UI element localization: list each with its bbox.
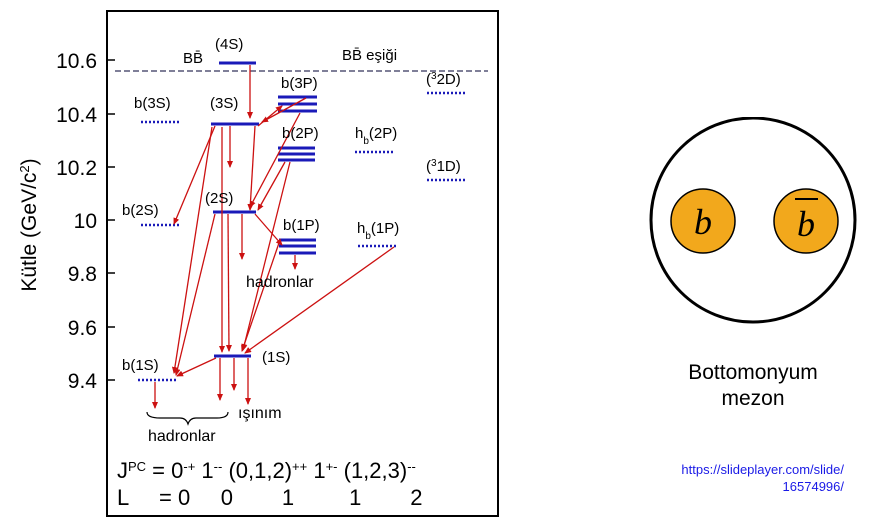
tick-label-10-6: 10.6: [56, 50, 97, 73]
caption-line-2: mezon: [721, 387, 785, 410]
transition-arrows: [152, 65, 395, 409]
tick-label-10: 10: [74, 210, 97, 233]
label-d-3-1: (31D): [426, 158, 461, 176]
bottom-quark: [670, 188, 736, 254]
label-upsilon-2s: (2S): [205, 190, 233, 207]
plot-frame: [106, 10, 499, 517]
tick-label-10-2: 10.2: [56, 157, 97, 180]
label-upsilon-1s: (1S): [262, 349, 290, 366]
label-d-3-2: (32D): [426, 71, 461, 89]
meson-circle: [649, 117, 857, 324]
bottomonium-spectrum-diagram: Kütle (GeV/c2) 10.6 10.4 10.2 10 9.8 9.6…: [17, 10, 499, 517]
anti-bottom-quark: [773, 188, 839, 254]
bb-label-left: BB̄: [183, 50, 203, 67]
tick-label-9-8: 9.8: [68, 263, 97, 286]
source-link-line-2: 16574996/: [782, 479, 844, 494]
tick-label-10-4: 10.4: [56, 104, 97, 127]
bottom-quark-label: b: [694, 202, 712, 242]
meson-illustration: b b: [649, 117, 857, 324]
label-upsilon-3s: (3S): [210, 95, 238, 112]
tick-label-9-4: 9.4: [68, 370, 98, 393]
tick-label-9-6: 9.6: [68, 317, 97, 340]
spin-singlet-levels: [138, 91, 466, 382]
l-row: L = 0 0 1 1 2: [117, 485, 423, 510]
label-chi-2p: b(2P): [282, 125, 319, 142]
anti-bottom-quark-label: b: [797, 204, 815, 244]
source-link[interactable]: https://slideplayer.com/slide/ 16574996/: [620, 461, 844, 495]
y-axis-tick-labels: 10.6 10.4 10.2 10 9.8 9.6 9.4: [56, 50, 97, 393]
label-chi-3p: b(3P): [281, 75, 318, 92]
hadrons-lower-label: hadronlar: [148, 428, 216, 445]
y-axis-label: Kütle (GeV/c2): [17, 158, 42, 291]
label-eta-2s: b(2S): [122, 202, 159, 219]
spin-triplet-levels: [211, 61, 317, 358]
radiation-label: ışınım: [238, 405, 282, 422]
bb-threshold-label: BB̄ eşiği: [342, 47, 397, 64]
label-eta-1s: b(1S): [122, 357, 159, 374]
label-chi-1p: b(1P): [283, 217, 320, 234]
meson-caption: Bottomonyum mezon: [638, 360, 868, 412]
hadrons-brace: [146, 411, 229, 426]
label-h-1p: hb(1P): [357, 220, 399, 242]
label-h-2p: hb(2P): [355, 125, 397, 147]
y-axis-ticks: [107, 59, 115, 381]
upsilon-4s-label: (4S): [215, 36, 243, 53]
label-eta-3s: b(3S): [134, 95, 171, 112]
jpc-row: JPC = 0-+ 1-- (0,1,2)++ 1+- (1,2,3)--: [117, 458, 416, 483]
caption-line-1: Bottomonyum: [688, 361, 818, 384]
source-link-line-1: https://slideplayer.com/slide/: [681, 462, 844, 477]
state-labels: b(3S) (3S) b(3P) (32D) b(2P) hb(2P) (31D…: [122, 71, 461, 375]
hadrons-upper-label: hadronlar: [246, 274, 314, 291]
